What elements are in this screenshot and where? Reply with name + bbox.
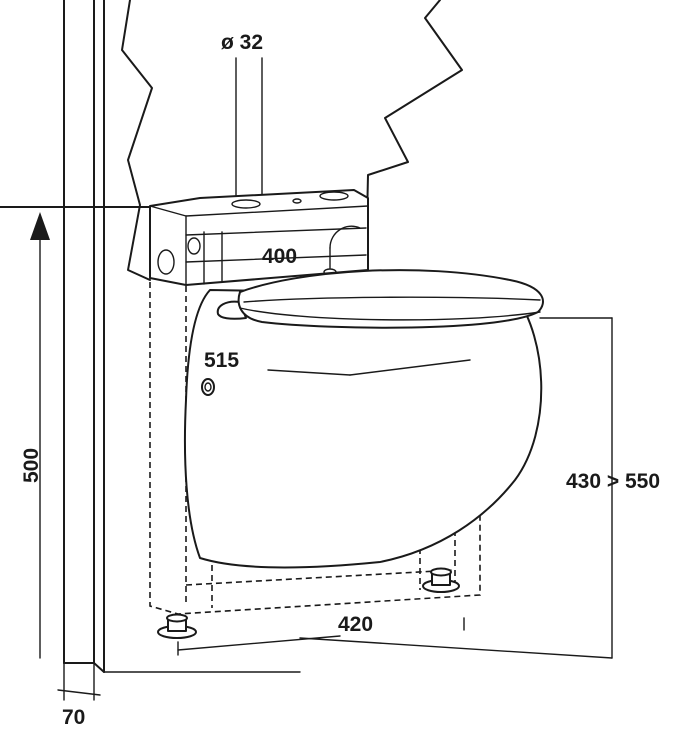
dimension-height-500 [0,206,151,659]
pump-tank [149,189,369,286]
label-tank-height: 515 [204,349,239,372]
dimension-lines [57,317,613,701]
label-pipe-diameter: ø 32 [221,31,263,54]
toilet-seat [216,269,544,329]
wall-break-lines [121,0,463,281]
label-tank-width: 400 [262,245,297,268]
label-total-height: 500 [20,448,43,483]
pipe [235,57,263,205]
wall [63,0,301,673]
toilet-bowl [183,289,543,569]
support-foot-back [422,567,460,593]
label-wall-gap: 70 [62,706,85,729]
label-depth: 420 [338,613,373,636]
arrow-up-icon [30,212,50,240]
support-foot-front [157,613,197,639]
label-seat-height: 430 > 550 [566,470,660,493]
